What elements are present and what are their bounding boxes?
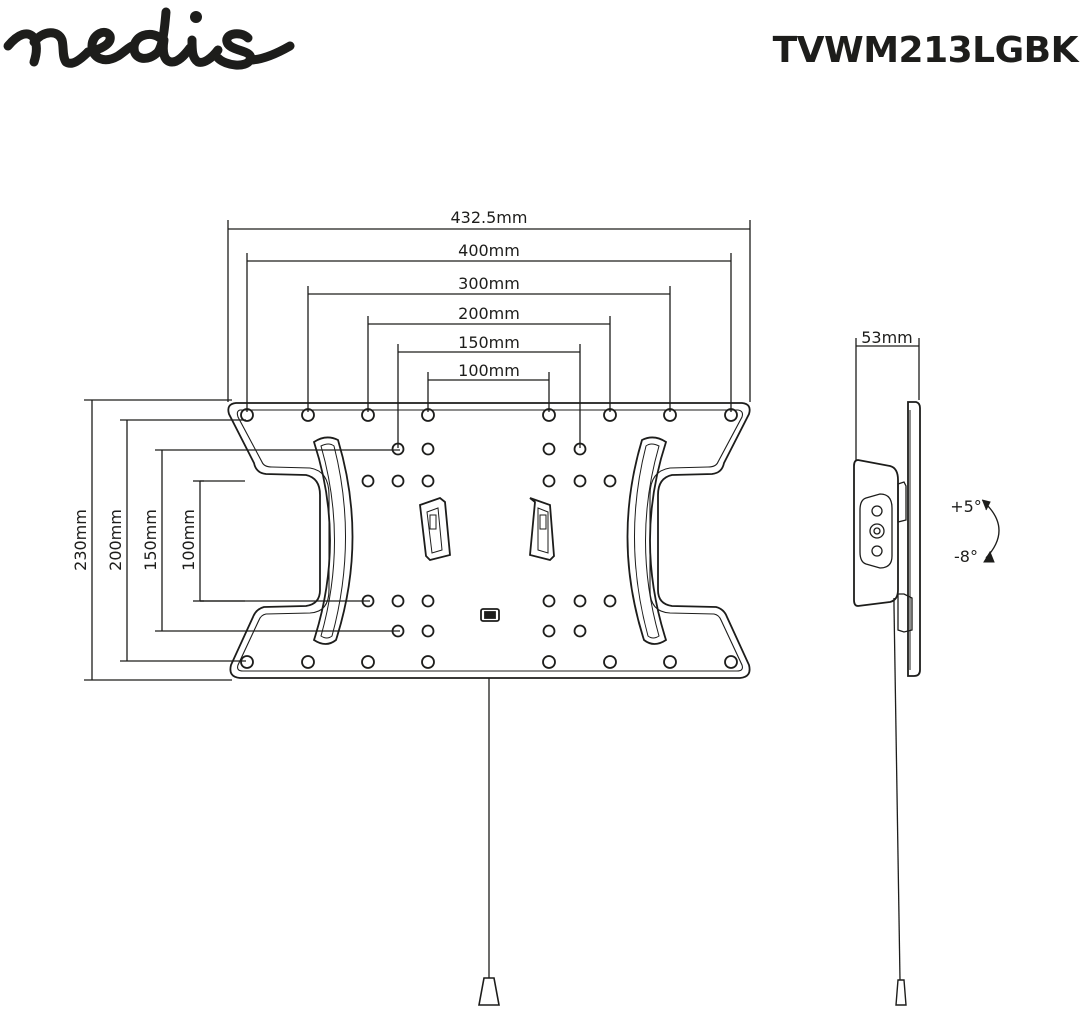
mounting-hole [421,408,435,422]
width-432-5-label: 432.5mm [451,208,528,227]
width-dimension-lines [227,220,751,448]
mounting-hole [361,474,375,488]
mounting-hole [573,624,587,638]
mounting-hole [603,474,617,488]
mounting-hole [663,655,677,669]
mounting-hole [603,594,617,608]
width-300-label: 300mm [458,274,520,293]
mounting-hole [421,655,435,669]
mounting-hole [603,408,617,422]
width-200-label: 200mm [458,304,520,323]
width-400-label: 400mm [458,241,520,260]
mounting-hole [240,408,254,422]
mounting-hole [573,442,587,456]
mounting-hole [301,655,315,669]
mounting-hole [421,442,435,456]
nedis-logo: nedis [0,0,295,70]
mounting-hole [361,594,375,608]
header: nedis TVWM213LGBK [0,0,1080,110]
mounting-hole [573,474,587,488]
mounting-hole [361,408,375,422]
mounting-hole [603,655,617,669]
mounting-hole [301,408,315,422]
mounting-hole [542,594,556,608]
tilt-down-label: -8° [954,547,978,566]
logo-text: nedis [0,0,3,1]
mounting-hole [361,655,375,669]
height-200-label: 200mm [106,509,125,571]
mounting-hole [663,408,677,422]
mounting-hole [542,408,556,422]
mounting-hole [421,474,435,488]
depth-label: 53mm [861,328,913,347]
mounting-hole [391,594,405,608]
mounting-plate [227,402,751,679]
side-view [853,338,1000,1006]
mounting-hole [542,442,556,456]
mounting-hole [421,594,435,608]
mounting-hole [240,655,254,669]
mounting-hole [573,594,587,608]
release-cord [478,678,500,1006]
height-150-label: 150mm [141,509,160,571]
mounting-hole [391,624,405,638]
tilt-up-label: +5° [950,497,982,516]
mounting-holes [240,408,738,669]
mounting-hole [421,624,435,638]
mounting-hole [542,474,556,488]
height-230-label: 230mm [71,509,90,571]
mounting-hole [724,408,738,422]
height-dimension-lines [84,399,400,681]
mounting-hole [391,474,405,488]
mounting-hole [724,655,738,669]
width-150-label: 150mm [458,333,520,352]
mounting-hole [391,442,405,456]
mounting-hole [542,624,556,638]
model-number: TVWM213LGBK [772,30,1079,71]
width-100-label: 100mm [458,361,520,380]
mounting-hole [542,655,556,669]
height-100-label: 100mm [179,509,198,571]
